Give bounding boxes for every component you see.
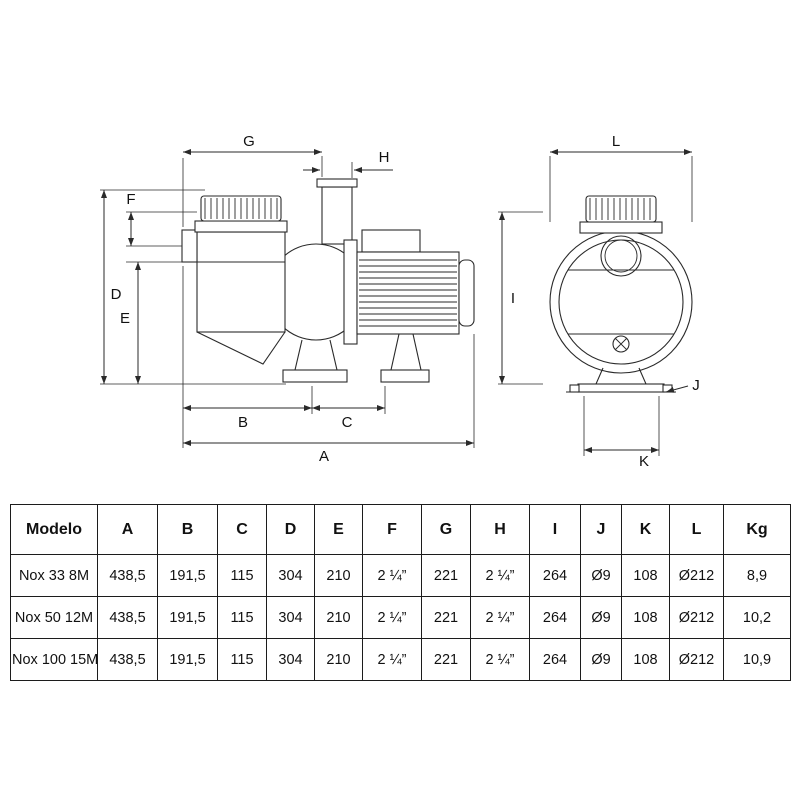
dimension-cell: 221 bbox=[421, 596, 471, 639]
dim-label-l: L bbox=[612, 133, 620, 150]
col-header-modelo: Modelo bbox=[10, 504, 98, 555]
dimension-cell: 304 bbox=[266, 638, 315, 681]
dimension-cell: Ø9 bbox=[580, 638, 622, 681]
col-header-a: A bbox=[97, 504, 158, 555]
dimension-cell: 115 bbox=[217, 554, 267, 597]
dimension-cell: 191,5 bbox=[157, 596, 218, 639]
dimension-cell: 438,5 bbox=[97, 638, 158, 681]
dimension-cell: 2 ¼” bbox=[362, 596, 422, 639]
pump-technical-drawing: G H F D E bbox=[100, 133, 700, 470]
col-header-d: D bbox=[266, 504, 315, 555]
dimension-cell: 2 ¼” bbox=[470, 554, 530, 597]
dimension-cell: 210 bbox=[314, 554, 363, 597]
dimension-lines-left: G H F D E bbox=[100, 133, 543, 465]
dimension-cell: 304 bbox=[266, 554, 315, 597]
dimension-cell: 10,2 bbox=[723, 596, 791, 639]
col-header-e: E bbox=[314, 504, 363, 555]
drawing-area: G H F D E bbox=[100, 133, 700, 470]
dimension-cell: 264 bbox=[529, 638, 581, 681]
dimension-cell: 210 bbox=[314, 596, 363, 639]
dim-label-j: J bbox=[692, 377, 700, 394]
dimension-cell: Ø212 bbox=[669, 596, 724, 639]
dimension-cell: Ø9 bbox=[580, 554, 622, 597]
dim-label-e: E bbox=[120, 310, 130, 327]
dimension-lines-right: L K J bbox=[549, 133, 700, 470]
model-cell: Nox 33 8M bbox=[10, 554, 98, 597]
dimension-cell: Ø9 bbox=[580, 596, 622, 639]
col-header-l: L bbox=[669, 504, 724, 555]
pump-side-view bbox=[181, 178, 475, 383]
dim-label-h: H bbox=[379, 149, 390, 166]
dimension-cell: 108 bbox=[621, 596, 670, 639]
dimension-cell: 2 ¼” bbox=[362, 638, 422, 681]
dim-label-g: G bbox=[243, 133, 255, 150]
dimension-cell: 264 bbox=[529, 596, 581, 639]
dimension-cell: 191,5 bbox=[157, 554, 218, 597]
dim-label-c: C bbox=[342, 414, 353, 431]
dimension-cell: 115 bbox=[217, 596, 267, 639]
col-header-j: J bbox=[580, 504, 622, 555]
dimension-cell: Ø212 bbox=[669, 554, 724, 597]
dimension-cell: 115 bbox=[217, 638, 267, 681]
col-header-h: H bbox=[470, 504, 530, 555]
col-header-i: I bbox=[529, 504, 581, 555]
dimension-cell: 438,5 bbox=[97, 554, 158, 597]
model-cell: Nox 100 15M bbox=[10, 638, 98, 681]
dimension-cell: Ø212 bbox=[669, 638, 724, 681]
dimension-cell: 10,9 bbox=[723, 638, 791, 681]
model-cell: Nox 50 12M bbox=[10, 596, 98, 639]
dimension-cell: 221 bbox=[421, 554, 471, 597]
dimension-cell: 8,9 bbox=[723, 554, 791, 597]
dim-label-f: F bbox=[126, 191, 135, 208]
dimension-cell: 210 bbox=[314, 638, 363, 681]
dimension-cell: 2 ¼” bbox=[362, 554, 422, 597]
dim-label-i: I bbox=[511, 290, 515, 307]
dimension-cell: 221 bbox=[421, 638, 471, 681]
dimension-cell: 264 bbox=[529, 554, 581, 597]
pump-front-view bbox=[549, 195, 693, 393]
dimension-cell: 304 bbox=[266, 596, 315, 639]
col-header-g: G bbox=[421, 504, 471, 555]
col-header-f: F bbox=[362, 504, 422, 555]
col-header-k: K bbox=[621, 504, 670, 555]
col-header-c: C bbox=[217, 504, 267, 555]
dimension-cell: 2 ¼” bbox=[470, 596, 530, 639]
dimension-cell: 191,5 bbox=[157, 638, 218, 681]
dimension-cell: 108 bbox=[621, 638, 670, 681]
dimension-cell: 2 ¼” bbox=[470, 638, 530, 681]
dim-label-d: D bbox=[111, 286, 122, 303]
dim-label-b: B bbox=[238, 414, 248, 431]
dimension-cell: 108 bbox=[621, 554, 670, 597]
dim-label-a: A bbox=[319, 448, 329, 465]
col-header-b: B bbox=[157, 504, 218, 555]
dimension-cell: 438,5 bbox=[97, 596, 158, 639]
dim-label-k: K bbox=[639, 453, 649, 470]
col-header-kg: Kg bbox=[723, 504, 791, 555]
